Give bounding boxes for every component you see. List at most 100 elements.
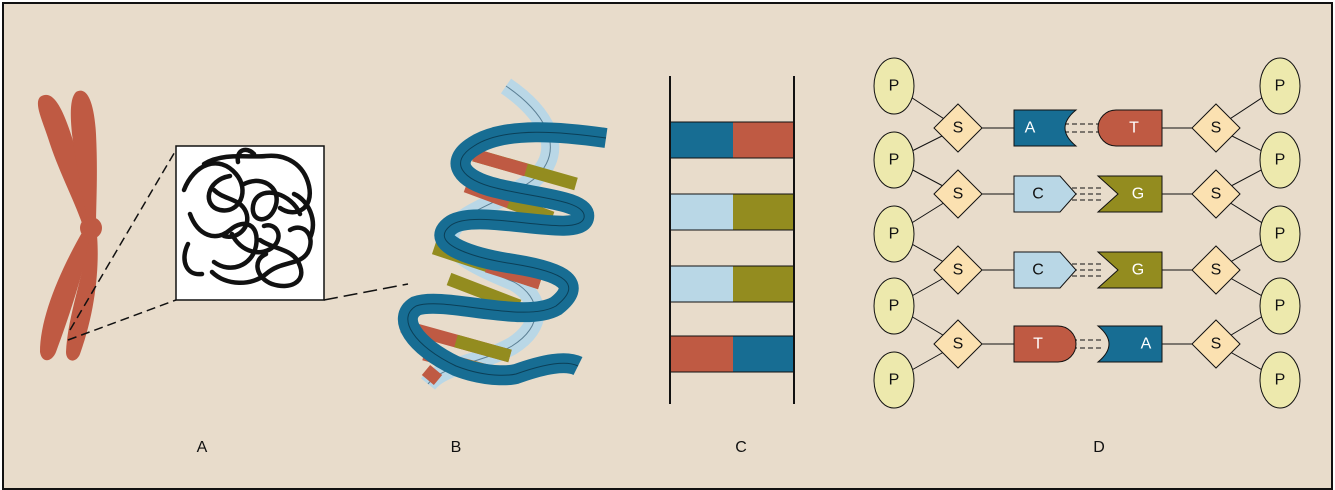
panel-c-ladder [669,76,795,404]
sugar-diamond [933,103,983,153]
sugar-diamond [933,245,983,295]
sugar-diamond [1191,245,1241,295]
phosphate-label: P [889,298,900,315]
phosphate-ellipse [1259,57,1301,115]
base-shape-right [1096,251,1163,289]
base-shape-left [1013,109,1078,147]
phosphate-ellipse [1259,277,1301,335]
base-shape-right [1096,175,1163,213]
base-label-right: A [1141,336,1152,353]
phosphate-ellipse [873,277,915,335]
phosphate-ellipse [1259,131,1301,189]
phosphate-ellipse [1259,351,1301,409]
base-shape-left [1013,251,1077,289]
phosphate-group: P [873,351,915,409]
sugar-label: S [1211,186,1222,203]
ladder-rung-3-right-base [733,266,793,302]
phosphate-label: P [1275,78,1286,95]
sugar-label: S [1211,336,1222,353]
zoom-line-to-helix [323,283,409,301]
phosphate-label: P [1275,152,1286,169]
base-label-left: T [1033,336,1043,353]
sugar-label: S [1211,262,1222,279]
sugar-diamond [933,169,983,219]
sugar-group: S [933,245,983,295]
phosphate-group: P [1259,205,1301,263]
phosphate-label: P [889,226,900,243]
sugar-group: S [1191,319,1241,369]
base-label-right: T [1129,120,1139,137]
sugar-diamond [1191,169,1241,219]
phosphate-label: P [1275,372,1286,389]
phosphate-group: P [1259,277,1301,335]
base-label-right: G [1132,186,1144,203]
ladder-rungs [671,121,793,373]
sugar-group: S [1191,169,1241,219]
chromatin-fibers [181,147,316,289]
phosphate-ellipse [873,351,915,409]
phosphate-group: P [1259,57,1301,115]
phosphate-group: P [873,277,915,335]
sugar-label: S [1211,120,1222,137]
ladder-rung-2-left-base [671,194,733,230]
phosphate-label: P [1275,298,1286,315]
base-label-left: A [1025,120,1036,137]
ladder-rung-3-left-base [671,266,733,302]
phosphate-ellipse [1259,205,1301,263]
sugar-group: S [1191,245,1241,295]
phosphate-ellipse [873,131,915,189]
centromere [80,217,102,239]
sugar-group: S [933,319,983,369]
base-shape-right [1097,109,1163,147]
panel-label-a: A [196,439,208,456]
phosphate-group: P [873,131,915,189]
phosphate-label: P [889,372,900,389]
phosphate-group: P [873,57,915,115]
ladder-rung-4-right-base [733,336,793,372]
phosphate-label: P [889,152,900,169]
base-shape-right [1096,325,1163,363]
ladder-rung-2-right-base [733,194,793,230]
base-label-left: C [1032,262,1044,279]
phosphate-group: P [1259,351,1301,409]
sugar-diamond [1191,103,1241,153]
base-shape-left [1013,325,1077,363]
zoom-line-top [69,149,177,331]
phosphate-group: P [873,205,915,263]
sugar-group: S [1191,103,1241,153]
helix-front-strand-outline [407,131,607,376]
phosphate-ellipse [873,205,915,263]
base-label-right: G [1132,262,1144,279]
sugar-group: S [933,103,983,153]
chromosome-arm-right [66,90,98,361]
sugar-label: S [953,336,964,353]
panel-a-chromosome [37,90,409,361]
phosphate-ellipse [873,57,915,115]
base-shape-left [1013,175,1077,213]
phosphate-label: P [889,78,900,95]
panel-label-c: C [735,439,747,456]
sugar-label: S [953,120,964,137]
phosphate-label: P [1275,226,1286,243]
sugar-diamond [933,319,983,369]
base-label-left: C [1032,186,1044,203]
ladder-rung-1-left-base [671,122,733,158]
panel-b-double-helix [397,78,608,391]
ladder-rung-1-right-base [733,122,793,158]
sugar-diamond [1191,319,1241,369]
panel-label-b: B [450,439,462,456]
phosphate-group: P [1259,131,1301,189]
sugar-label: S [953,262,964,279]
ladder-rung-4-left-base [671,336,733,372]
sugar-group: S [933,169,983,219]
zoom-line-bottom [67,299,177,341]
sugar-label: S [953,186,964,203]
panel-label-d: D [1093,439,1105,456]
